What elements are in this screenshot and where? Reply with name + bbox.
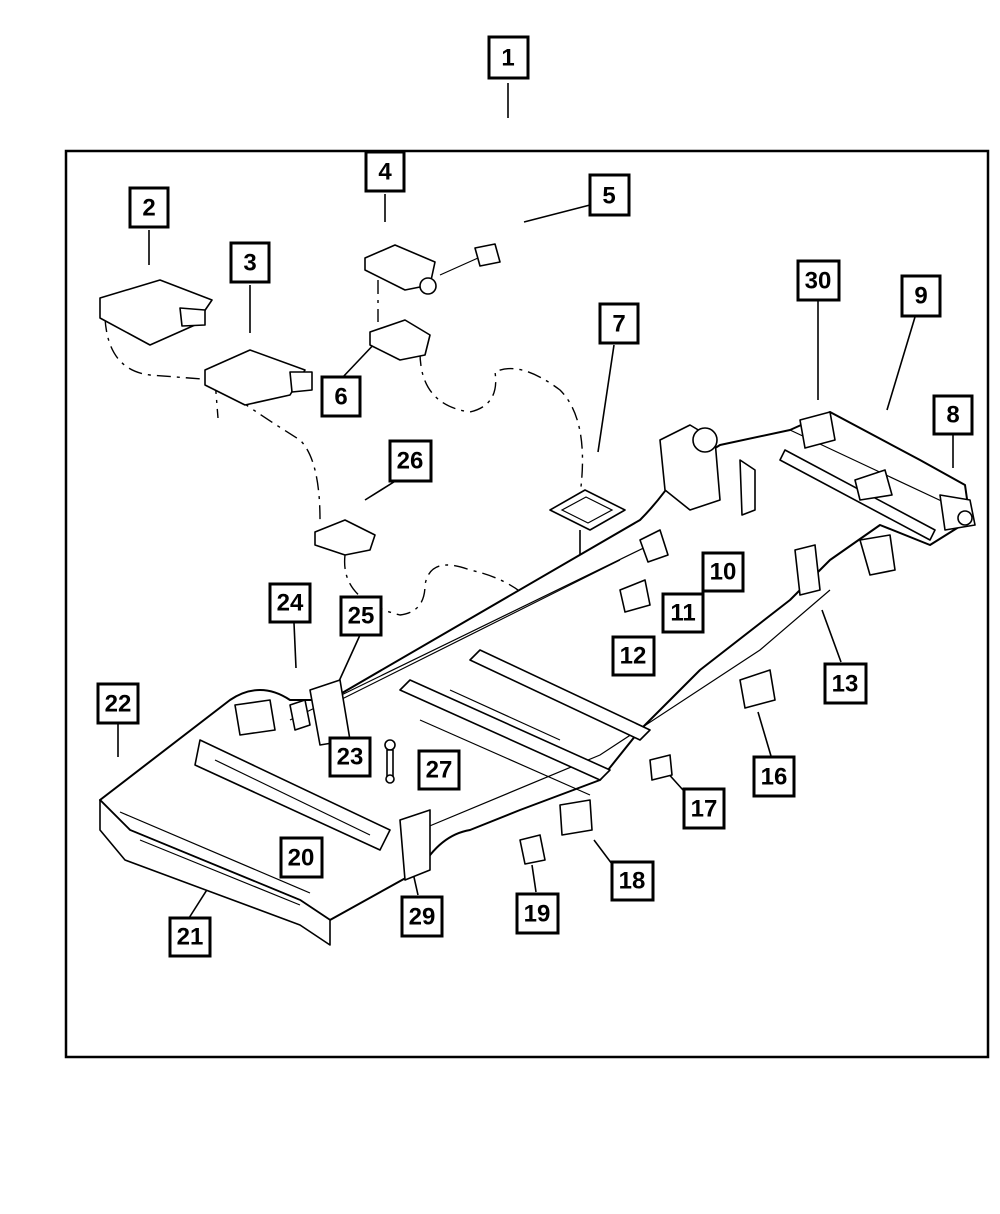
callout-label-20: 20 xyxy=(288,845,315,872)
callout-3: 3 xyxy=(229,241,271,284)
callout-8: 8 xyxy=(932,394,974,436)
callout-24: 24 xyxy=(268,582,312,624)
callout-18: 18 xyxy=(610,860,655,902)
callout-label-25: 25 xyxy=(348,603,375,630)
loose-parts xyxy=(99,243,626,556)
callout-29: 29 xyxy=(400,895,444,938)
callout-label-1: 1 xyxy=(501,45,514,72)
callout-label-8: 8 xyxy=(946,402,959,429)
callout-5: 5 xyxy=(588,173,631,217)
callout-9: 9 xyxy=(900,274,942,318)
callout-label-30: 30 xyxy=(805,268,832,295)
callout-label-13: 13 xyxy=(832,671,859,698)
callout-20: 20 xyxy=(279,836,324,879)
callout-13: 13 xyxy=(823,662,868,705)
callout-label-27: 27 xyxy=(426,757,453,784)
callout-label-3: 3 xyxy=(243,250,256,277)
callout-11: 11 xyxy=(661,592,705,634)
callout-30: 30 xyxy=(796,259,841,302)
callout-label-4: 4 xyxy=(378,159,392,186)
callout-label-18: 18 xyxy=(619,868,646,895)
callout-label-24: 24 xyxy=(277,590,304,617)
callout-25: 25 xyxy=(339,595,383,637)
callout-label-7: 7 xyxy=(612,311,625,338)
callout-23: 23 xyxy=(328,736,372,778)
diagram-border xyxy=(64,149,990,1059)
callout-label-19: 19 xyxy=(524,901,551,928)
callout-label-26: 26 xyxy=(397,448,424,475)
callout-1: 1 xyxy=(487,35,530,80)
callout-label-21: 21 xyxy=(177,924,204,951)
callout-label-16: 16 xyxy=(761,764,788,791)
callout-26: 26 xyxy=(388,439,433,483)
callout-12: 12 xyxy=(611,635,656,677)
callout-17: 17 xyxy=(682,787,726,830)
callout-label-11: 11 xyxy=(670,600,695,627)
callout-label-29: 29 xyxy=(409,904,436,931)
callout-label-2: 2 xyxy=(142,195,155,222)
callout-16: 16 xyxy=(752,755,796,798)
callout-label-6: 6 xyxy=(334,384,347,411)
callout-label-17: 17 xyxy=(691,796,718,823)
callout-7: 7 xyxy=(598,302,640,345)
callout-label-23: 23 xyxy=(337,744,364,771)
vehicle-frame xyxy=(99,411,976,946)
callout-4: 4 xyxy=(364,150,406,193)
callout-10: 10 xyxy=(701,551,745,593)
callout-label-9: 9 xyxy=(914,283,927,310)
callout-22: 22 xyxy=(96,682,140,725)
callout-label-10: 10 xyxy=(710,559,737,586)
callout-label-5: 5 xyxy=(602,183,615,210)
callout-2: 2 xyxy=(128,186,170,229)
callout-label-12: 12 xyxy=(620,643,647,670)
callout-27: 27 xyxy=(417,749,461,791)
callout-19: 19 xyxy=(515,892,560,935)
callout-21: 21 xyxy=(168,916,212,958)
callout-6: 6 xyxy=(320,375,362,418)
callout-label-22: 22 xyxy=(105,691,132,718)
